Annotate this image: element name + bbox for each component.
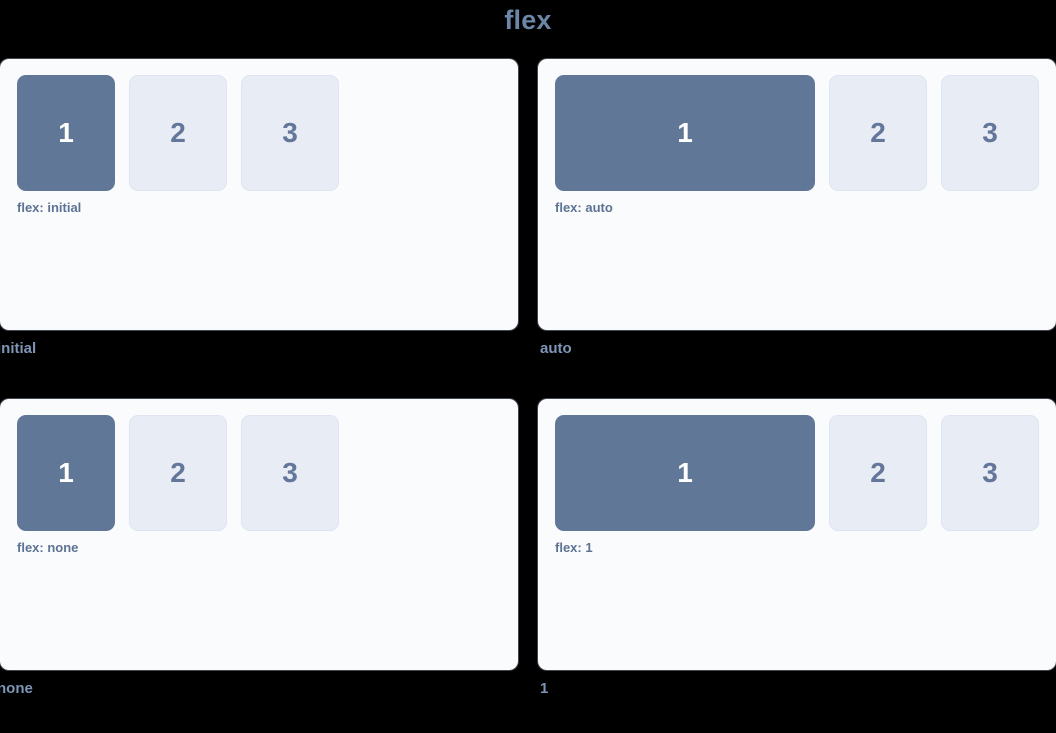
flex-panel-none: 1 2 3 flex: none: [0, 399, 518, 670]
demo-cell-auto: 1 2 3 flex: auto auto: [538, 59, 1056, 356]
flex-panel-initial: 1 2 3 flex: initial: [0, 59, 518, 330]
flex-item-2[interactable]: 2: [129, 75, 227, 191]
flex-item-1[interactable]: 1: [555, 75, 815, 191]
panel-caption-none: none: [0, 680, 33, 697]
panel-caption-one: 1: [540, 680, 549, 697]
panel-caption-initial: initial: [0, 340, 37, 357]
flex-item-3[interactable]: 3: [241, 75, 339, 191]
flex-container-none: 1 2 3: [17, 415, 501, 531]
flex-container-one: 1 2 3: [555, 415, 1039, 531]
demo-row-top: 1 2 3 flex: initial initial 1 2 3 flex: …: [0, 59, 1056, 356]
flex-item-3[interactable]: 3: [941, 415, 1039, 531]
flex-item-2[interactable]: 2: [829, 415, 927, 531]
flex-item-3[interactable]: 3: [241, 415, 339, 531]
flex-item-3[interactable]: 3: [941, 75, 1039, 191]
flex-demo-grid: 1 2 3 flex: initial initial 1 2 3 flex: …: [0, 59, 1056, 696]
demo-cell-one: 1 2 3 flex: 1 1: [538, 399, 1056, 696]
flex-item-2[interactable]: 2: [829, 75, 927, 191]
flex-declaration-note: flex: auto: [555, 200, 613, 215]
flex-item-1[interactable]: 1: [17, 415, 115, 531]
flex-item-2[interactable]: 2: [129, 415, 227, 531]
flex-container-initial: 1 2 3: [17, 75, 501, 191]
flex-declaration-note: flex: none: [17, 540, 79, 555]
flex-panel-auto: 1 2 3 flex: auto: [538, 59, 1056, 330]
flex-declaration-note: flex: initial: [17, 200, 82, 215]
flex-container-auto: 1 2 3: [555, 75, 1039, 191]
flex-panel-one: 1 2 3 flex: 1: [538, 399, 1056, 670]
flex-declaration-note: flex: 1: [555, 540, 593, 555]
flex-item-1[interactable]: 1: [17, 75, 115, 191]
demo-cell-initial: 1 2 3 flex: initial initial: [0, 59, 518, 356]
flex-item-1[interactable]: 1: [555, 415, 815, 531]
panel-caption-auto: auto: [540, 340, 572, 357]
demo-cell-none: 1 2 3 flex: none none: [0, 399, 518, 696]
page-title: flex: [504, 5, 552, 35]
demo-row-bottom: 1 2 3 flex: none none 1 2 3 flex: 1 1: [0, 399, 1056, 696]
